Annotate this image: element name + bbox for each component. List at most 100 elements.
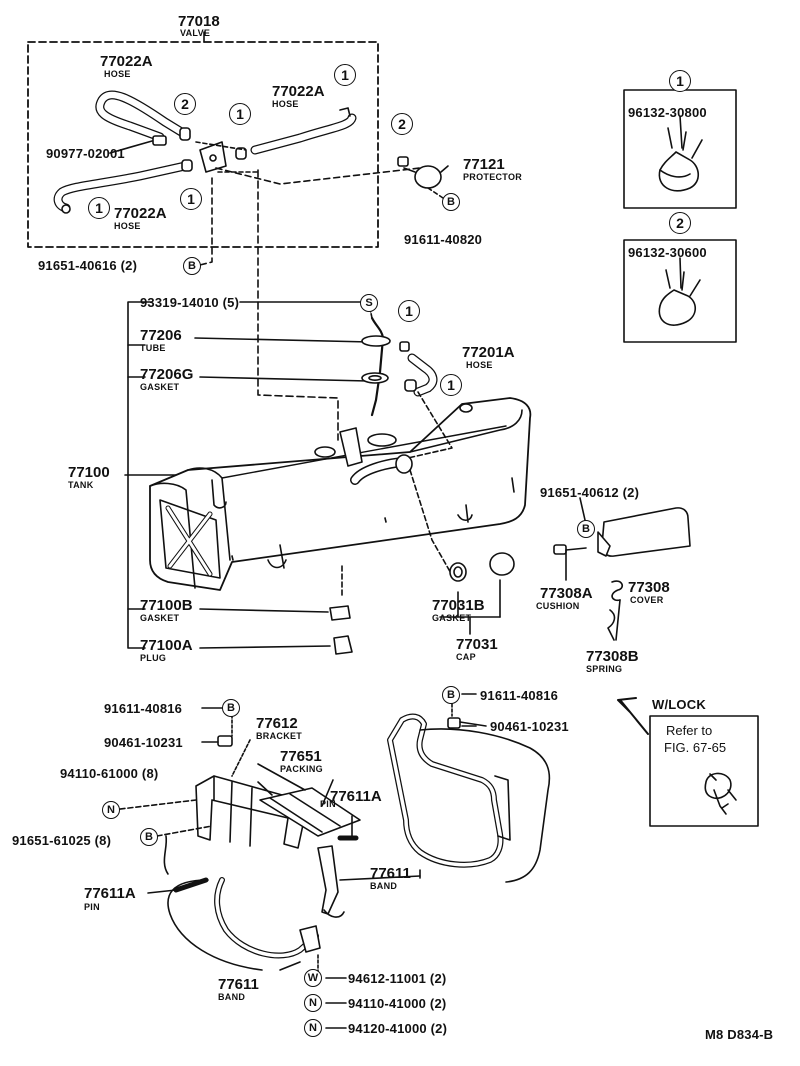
clamp-1-badge: 1 — [669, 70, 691, 92]
callout-1-tube-hose: 1 — [440, 374, 462, 396]
bracket-number: 77612 — [256, 715, 298, 732]
valve-name: VALVE — [180, 28, 211, 38]
clamp-2-drawing — [659, 290, 695, 325]
tube-hose-name: HOSE — [466, 360, 493, 370]
cover-number: 77308 — [628, 579, 670, 596]
callout-1-hose-bottom: 1 — [88, 197, 110, 219]
tube-drawing — [372, 318, 383, 415]
spring-name: SPRING — [586, 664, 623, 674]
protector-bolt-number: 91611-40820 — [404, 232, 483, 247]
callout-1-valve-bottom: 1 — [180, 188, 202, 210]
cap-gasket-name: GASKET — [432, 613, 472, 623]
band-right-number: 77611 — [370, 865, 411, 882]
tube-gasket-number: 77206G — [140, 366, 194, 383]
fuel-cap-drawing — [490, 553, 514, 575]
callout-2-valve: 2 — [174, 93, 196, 115]
bracket-bolt-right-number: 91611-40816 — [480, 688, 559, 703]
tank-plug-name: PLUG — [140, 653, 167, 663]
washer-w-number: 94612-11001 (2) — [348, 971, 447, 986]
bracket-bolt-left-number: 91611-40816 — [104, 701, 183, 716]
clamp-2-number: 96132-30600 — [628, 245, 707, 260]
tank-gasket-name: GASKET — [140, 613, 180, 623]
pin-left-name: PIN — [84, 902, 100, 912]
protector-drawing — [415, 166, 441, 188]
cover-name: COVER — [630, 595, 664, 605]
wlock-arrow — [618, 698, 648, 734]
washer-w-code: W — [304, 969, 322, 987]
drawing-code: M8 D834-B — [705, 1027, 774, 1042]
valve-mount-bolt-number: 91651-40616 (2) — [38, 258, 138, 273]
wlock-line2: FIG. 67-65 — [664, 740, 727, 755]
valve-body — [200, 142, 226, 172]
band-left-drawing — [217, 880, 316, 956]
pin-right-number: 77611A — [330, 788, 382, 805]
fuel-tank-drawing — [150, 398, 530, 590]
bolt-b-8-code: B — [140, 828, 158, 846]
protector-bolt-code: B — [442, 193, 460, 211]
bracket-nut-right-number: 90461-10231 — [490, 719, 569, 734]
nut-n-a-code: N — [304, 994, 322, 1012]
cap-number: 77031 — [456, 636, 498, 653]
cushion-name: CUSHION — [536, 601, 580, 611]
cap-name: CAP — [456, 652, 476, 662]
tank-plug-number: 77100A — [140, 637, 193, 654]
nut-n-a-number: 94110-41000 (2) — [348, 996, 447, 1011]
packing-number: 77651 — [280, 748, 322, 765]
spring-number: 77308B — [586, 648, 639, 665]
tube-name: TUBE — [140, 343, 166, 353]
hose-bottom-number: 77022A — [114, 205, 167, 222]
tube-hose-number: 77201A — [462, 344, 515, 361]
clamp-1-number: 96132-30800 — [628, 105, 707, 120]
bracket-nut-left-number: 90461-10231 — [104, 735, 183, 750]
callout-1-tube-top: 1 — [398, 300, 420, 322]
callout-1-hose-end: 1 — [334, 64, 356, 86]
hose-bottom-name: HOSE — [114, 221, 141, 231]
tube-screw-number: 93319-14010 (5) — [140, 295, 240, 310]
nut-n-8-code: N — [102, 801, 120, 819]
band-right-name: BAND — [370, 881, 398, 891]
tube-screw-code: S — [360, 294, 378, 312]
tank-gasket-number: 77100B — [140, 597, 193, 614]
tank-name: TANK — [68, 480, 94, 490]
bracket-bolt-left-code: B — [222, 699, 240, 717]
callout-1-valve-right: 1 — [229, 103, 251, 125]
band-left-name: BAND — [218, 992, 246, 1002]
wlock-box — [650, 716, 758, 826]
valve-bolt-number: 90977-02001 — [46, 146, 125, 161]
nut-n-8-number: 94110-61000 (8) — [60, 766, 159, 781]
nut-n-b-code: N — [304, 1019, 322, 1037]
valve-number: 77018 — [178, 13, 220, 30]
packing-drawing — [260, 788, 360, 836]
bracket-bolt-right-code: B — [442, 686, 460, 704]
bolt-b-8-number: 91651-61025 (8) — [12, 833, 112, 848]
pin-left-number: 77611A — [84, 885, 136, 902]
clamp-2-box — [624, 240, 736, 342]
wlock-line1: Refer to — [666, 723, 713, 738]
protector-number: 77121 — [463, 156, 505, 173]
nut-n-b-number: 94120-41000 (2) — [348, 1021, 448, 1036]
band-left-number: 77611 — [218, 976, 259, 993]
wlock-title: W/LOCK — [652, 697, 706, 712]
band-right-drawing — [390, 717, 501, 865]
hose-top-left-name: HOSE — [104, 69, 131, 79]
packing-name: PACKING — [280, 764, 323, 774]
clamp-2-badge: 2 — [669, 212, 691, 234]
lock-cylinder-drawing — [705, 773, 731, 798]
clamp-1-drawing — [659, 152, 698, 191]
tube-number: 77206 — [140, 327, 182, 344]
fuel-cover-drawing — [602, 508, 690, 556]
cap-gasket-number: 77031B — [432, 597, 485, 614]
hose-top-right-number: 77022A — [272, 83, 325, 100]
valve-mount-bolt-code: B — [183, 257, 201, 275]
callout-2-protector: 2 — [391, 113, 413, 135]
tube-gasket-name: GASKET — [140, 382, 180, 392]
pin-right-name: PIN — [320, 799, 336, 809]
valve-group-box — [28, 42, 378, 247]
cover-bolt-number: 91651-40612 (2) — [540, 485, 640, 500]
tank-number: 77100 — [68, 464, 110, 481]
hose-top-left-number: 77022A — [100, 53, 153, 70]
protector-name: PROTECTOR — [463, 172, 523, 182]
bracket-name: BRACKET — [256, 731, 303, 741]
